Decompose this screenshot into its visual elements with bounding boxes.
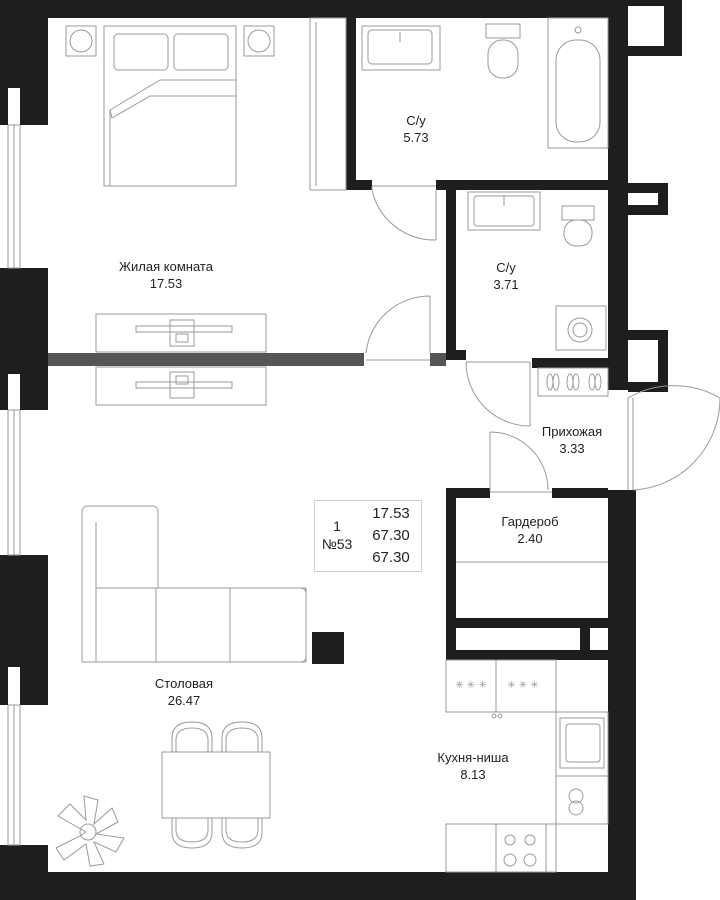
sofa	[81, 505, 307, 663]
apartment-number: №53	[321, 536, 353, 552]
wardrobe-area: 2.40	[517, 531, 543, 546]
area-living: 17.53	[372, 505, 410, 522]
bath1-name: С/у	[406, 113, 426, 128]
living-room-label: Жилая комната 17.53	[96, 258, 236, 292]
living-room-name: Жилая комната	[119, 259, 213, 274]
bath2-area: 3.71	[493, 277, 519, 292]
svg-text:✳ ✳ ✳: ✳ ✳ ✳	[507, 680, 539, 691]
wardrobe-name: Гардероб	[501, 514, 559, 529]
bath1-fixtures	[361, 17, 609, 149]
partition-wall	[48, 353, 364, 366]
dining-area: 26.47	[167, 693, 201, 708]
windows	[7, 124, 21, 846]
living-room-area: 17.53	[149, 276, 183, 291]
rooms-count: 1	[333, 518, 341, 534]
interior-walls	[346, 18, 608, 660]
kitchen-name: Кухня-ниша	[437, 750, 509, 765]
outer-walls	[0, 0, 682, 900]
shoe-rack	[537, 367, 609, 397]
area-total-2: 67.30	[372, 549, 410, 566]
doors	[365, 185, 720, 493]
hall-label: Прихожая 3.33	[532, 423, 612, 457]
bath2-label: С/у 3.71	[466, 259, 546, 293]
kitchen-area: 8.13	[460, 767, 486, 782]
hall-name: Прихожая	[541, 424, 603, 439]
apartment-areas: 17.53 67.30 67.30	[363, 503, 419, 569]
bath2-name: С/у	[496, 260, 516, 275]
tv-units	[95, 313, 267, 406]
area-total: 67.30	[372, 527, 410, 544]
apartment-info-box: 1 №53 17.53 67.30 67.30	[314, 500, 422, 572]
bath2-fixtures	[467, 191, 607, 351]
bed	[65, 25, 275, 187]
hall-area: 3.33	[559, 441, 585, 456]
bath1-label: С/у 5.73	[376, 112, 456, 146]
kitchen-fixtures: ✳ ✳ ✳ ✳ ✳ ✳	[445, 659, 609, 873]
wardrobe-living	[309, 17, 347, 191]
side-table	[312, 632, 344, 664]
bath1-area: 5.73	[403, 130, 429, 145]
apartment-id: 1 №53	[315, 517, 359, 553]
dining-label: Столовая 26.47	[134, 675, 234, 709]
dining-name: Столовая	[154, 676, 214, 691]
kitchen-label: Кухня-ниша 8.13	[418, 749, 528, 783]
plant	[55, 795, 125, 867]
wardrobe-label: Гардероб 2.40	[490, 513, 570, 547]
svg-text:✳ ✳ ✳: ✳ ✳ ✳	[455, 680, 487, 691]
dining-table	[161, 721, 271, 849]
